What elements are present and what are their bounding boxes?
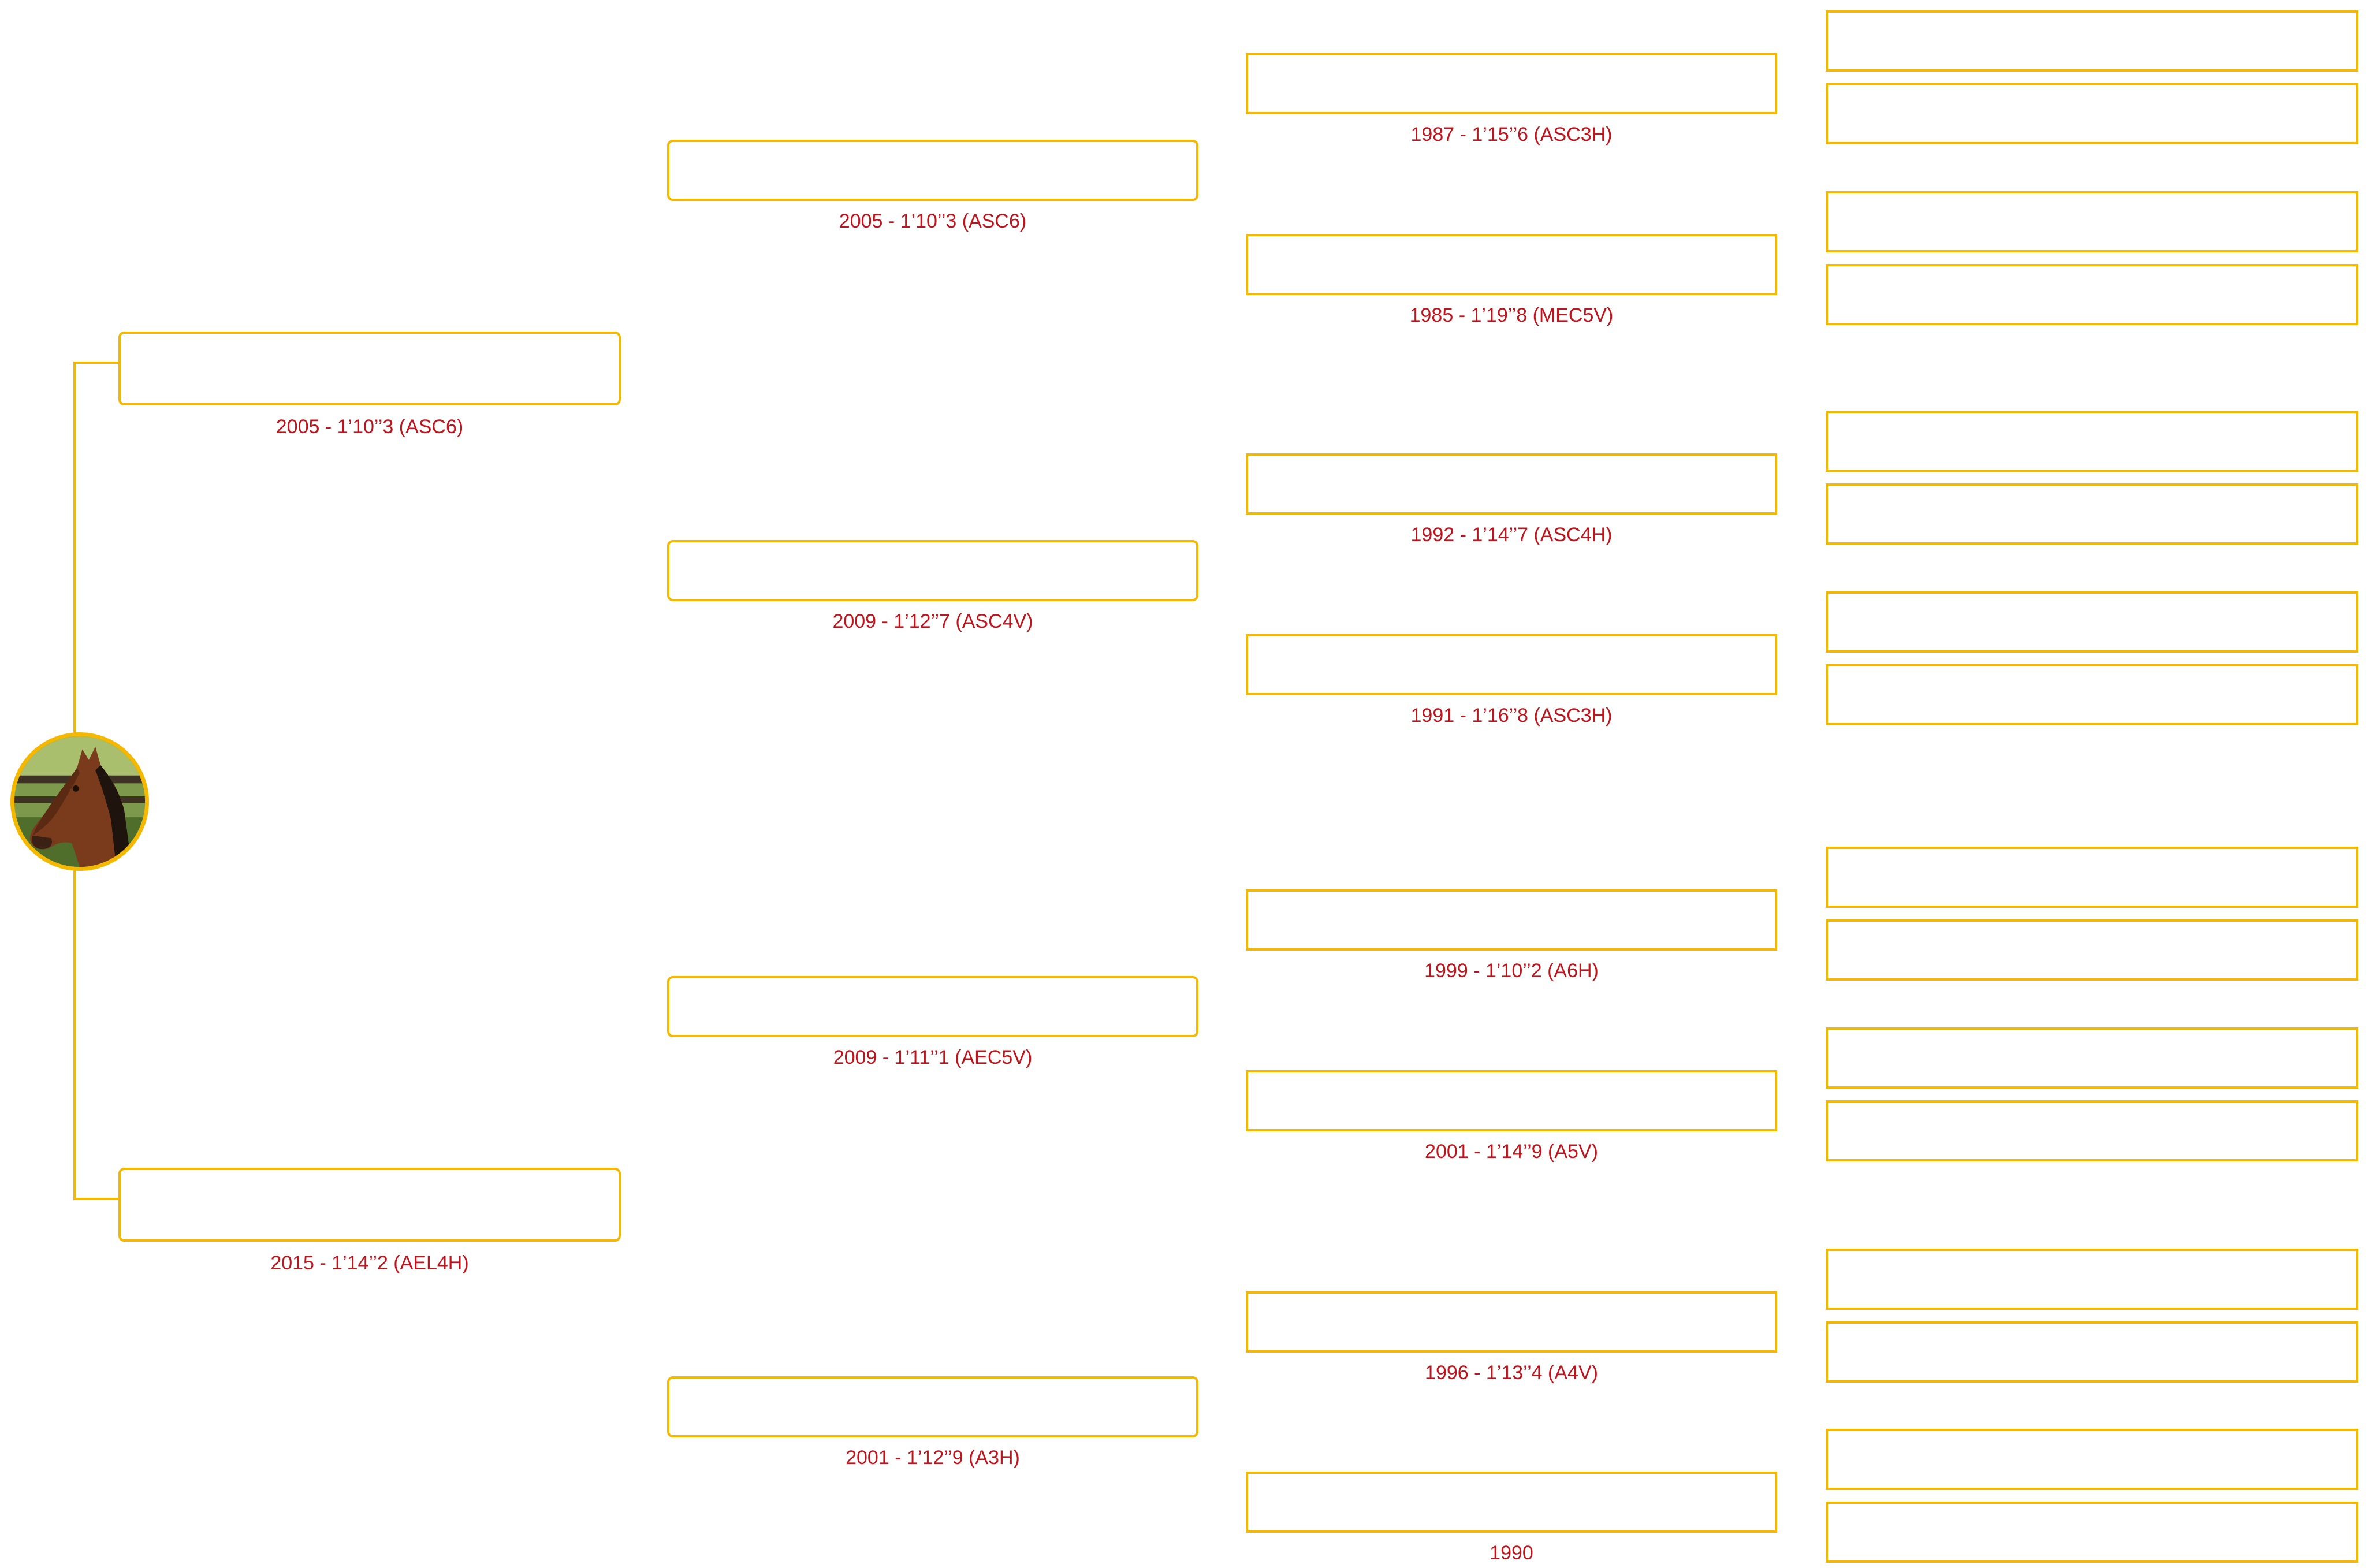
pedigree-card-dam-dam[interactable] — [667, 1376, 1198, 1437]
pedigree-card-gen4[interactable] — [1826, 1502, 2358, 1563]
pedigree-card-gen3[interactable] — [1246, 234, 1777, 295]
pedigree-card-gen3[interactable] — [1246, 1291, 1777, 1353]
pedigree-card-gen3[interactable] — [1246, 1472, 1777, 1533]
pedigree-card-dam[interactable] — [118, 1168, 621, 1242]
pedigree-card-gen4[interactable] — [1826, 664, 2358, 725]
gen3-record-caption: 1991 - 1’16’’8 (ASC3H) — [1410, 705, 1613, 727]
gen3-record-caption: 1992 - 1’14’’7 (ASC4H) — [1410, 524, 1613, 546]
pedigree-card-sire[interactable] — [118, 332, 621, 405]
dam-sire-record-caption: 2009 - 1’11’’1 (AEC5V) — [833, 1046, 1033, 1068]
pedigree-card-sire-sire[interactable] — [667, 140, 1198, 201]
pedigree-card-gen4[interactable] — [1826, 483, 2358, 545]
pedigree-card-gen4[interactable] — [1826, 264, 2358, 325]
pedigree-card-gen4[interactable] — [1826, 10, 2358, 72]
sire-dam-record-caption: 2009 - 1’12’’7 (ASC4V) — [832, 610, 1033, 632]
connector-sire — [73, 362, 118, 364]
pedigree-card-gen3[interactable] — [1246, 634, 1777, 695]
pedigree-card-gen3[interactable] — [1246, 53, 1777, 114]
dam-dam-record-caption: 2001 - 1’12’’9 (A3H) — [846, 1447, 1020, 1469]
pedigree-card-gen3[interactable] — [1246, 1070, 1777, 1131]
pedigree-card-gen4[interactable] — [1826, 1027, 2358, 1089]
gen3-record-caption: 1985 - 1’19’’8 (MEC5V) — [1409, 304, 1614, 326]
pedigree-card-gen4[interactable] — [1826, 1321, 2358, 1383]
pedigree-card-gen4[interactable] — [1826, 1429, 2358, 1490]
gen3-record-caption: 1990 — [1490, 1542, 1533, 1564]
pedigree-card-dam-sire[interactable] — [667, 976, 1198, 1037]
sire-sire-record-caption: 2005 - 1’10’’3 (ASC6) — [839, 210, 1027, 232]
gen3-record-caption: 1996 - 1’13’’4 (A4V) — [1425, 1362, 1598, 1384]
pedigree-card-gen4[interactable] — [1826, 591, 2358, 653]
pedigree-card-gen4[interactable] — [1826, 1249, 2358, 1310]
sire-record-caption: 2005 - 1’10’’3 (ASC6) — [275, 416, 464, 438]
pedigree-card-gen4[interactable] — [1826, 1100, 2358, 1161]
pedigree-card-gen4[interactable] — [1826, 191, 2358, 252]
gen3-record-caption: 2001 - 1’14’’9 (A5V) — [1425, 1141, 1598, 1163]
horse-photo[interactable] — [10, 732, 149, 871]
pedigree-card-gen4[interactable] — [1826, 411, 2358, 472]
dam-record-caption: 2015 - 1’14’’2 (AEL4H) — [270, 1252, 469, 1274]
gen3-record-caption: 1999 - 1’10’’2 (A6H) — [1424, 960, 1599, 982]
pedigree-card-gen4[interactable] — [1826, 847, 2358, 908]
pedigree-card-gen3[interactable] — [1246, 889, 1777, 951]
horse-head-icon — [14, 736, 145, 867]
connector-dam — [73, 1198, 118, 1200]
pedigree-card-gen4[interactable] — [1826, 919, 2358, 981]
pedigree-card-sire-dam[interactable] — [667, 540, 1198, 601]
gen3-record-caption: 1987 - 1’15’’6 (ASC3H) — [1410, 124, 1613, 146]
pedigree-card-gen3[interactable] — [1246, 453, 1777, 515]
pedigree-card-gen4[interactable] — [1826, 83, 2358, 144]
